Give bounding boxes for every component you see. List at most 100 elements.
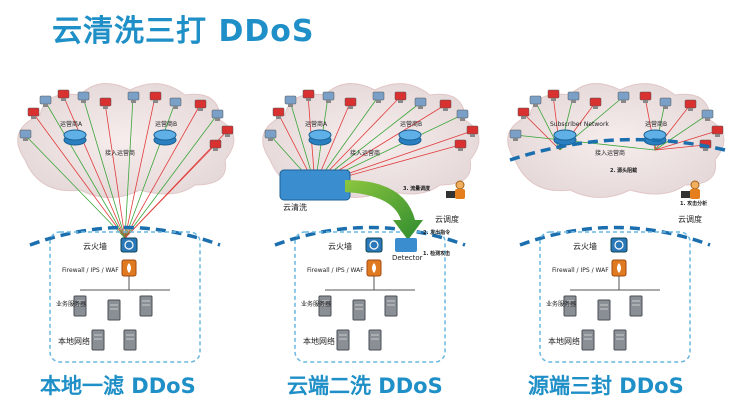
normal-line: [654, 114, 708, 151]
server-icon: [139, 295, 153, 317]
caption-cloud-clean: 云端二洗 DDoS: [287, 374, 443, 398]
perimeter-dash: [519, 225, 711, 247]
client-pc-icon: [509, 129, 522, 139]
client-pc-icon: [19, 129, 32, 139]
attacker-pc-icon: [149, 91, 162, 101]
server-icon: [581, 329, 595, 351]
local-network-box: [49, 231, 201, 363]
step1-label: 1. 攻击分析: [680, 200, 707, 207]
carrier-b-label: 运营商B: [400, 120, 422, 128]
cloud-firewall-icon: [365, 237, 383, 253]
servers-label: 业务服务器: [56, 300, 86, 308]
client-pc-icon: [617, 91, 630, 101]
normal-line: [82, 96, 126, 239]
waf-label: Firewall / IPS / WAF: [307, 267, 364, 274]
step1-label: 1. 检测攻击: [423, 250, 450, 257]
operator-icon: [455, 180, 465, 190]
detector-label: Detector: [392, 254, 423, 262]
client-pc-icon: [456, 109, 469, 119]
servers-label: 业务服务器: [546, 300, 576, 308]
client-pc-icon: [284, 95, 297, 105]
attacker-pc-icon: [221, 125, 234, 135]
detector-icon: [395, 238, 417, 252]
server-icon: [107, 299, 121, 321]
client-pc-icon: [529, 95, 542, 105]
scheduler-label: 云调度: [435, 214, 459, 224]
perimeter-dash: [274, 225, 466, 247]
attack-line: [124, 96, 156, 239]
local-network-box: [539, 231, 691, 363]
redirect-arrow: [345, 180, 423, 240]
firewall-label: 云火墙: [573, 241, 597, 251]
cleaning-label: 云清洗: [283, 202, 307, 212]
local-network-label: 本地网络: [303, 336, 335, 346]
step2-label: 2. 发出指令: [423, 229, 451, 236]
cloud-firewall-icon: [120, 237, 138, 253]
server-icon: [613, 329, 627, 351]
carrier-a-label: Subscriber Network: [550, 121, 609, 128]
attacker-pc-icon: [194, 99, 207, 109]
access-carrier-label: 接入运营商: [350, 149, 380, 157]
attacker-pc-icon: [466, 125, 479, 135]
attacker-pc-icon: [711, 125, 724, 135]
client-pc-icon: [211, 109, 224, 119]
server-icon: [368, 329, 382, 351]
caption-local-filter: 本地一滤 DDoS: [40, 374, 196, 398]
servers-label: 业务服务器: [301, 300, 331, 308]
waf-label: Firewall / IPS / WAF: [62, 267, 119, 274]
server-icon: [629, 295, 643, 317]
client-pc-icon: [169, 97, 182, 107]
attacker-pc-icon: [27, 107, 40, 117]
attacker-pc-icon: [302, 89, 315, 99]
perimeter-dash: [29, 225, 221, 247]
attack-line: [522, 112, 561, 151]
attacker-pc-icon: [589, 97, 602, 107]
server-icon: [352, 299, 366, 321]
normal-line: [514, 134, 656, 151]
attack-line: [32, 112, 126, 239]
client-pc-icon: [264, 129, 277, 139]
cloud-firewall-icon: [610, 237, 628, 253]
client-pc-icon: [322, 91, 335, 101]
client-pc-icon: [659, 97, 672, 107]
normal-line: [124, 114, 218, 239]
attacker-pc-icon: [547, 89, 560, 99]
attack-line: [124, 104, 201, 239]
server-icon: [123, 329, 137, 351]
access-carrier-label: 接入运营商: [105, 149, 135, 157]
page-title: 云清洗三打 DDoS: [52, 14, 315, 49]
client-pc-icon: [701, 109, 714, 119]
firewall-label: 云火墙: [83, 241, 107, 251]
client-pc-icon: [127, 91, 140, 101]
attacker-pc-icon: [99, 97, 112, 107]
scheduler-label: 云调度: [678, 214, 702, 224]
attacker-pc-icon: [272, 107, 285, 117]
attack-line: [62, 94, 126, 239]
server-icon: [384, 295, 398, 317]
attacker-pc-icon: [344, 97, 357, 107]
client-pc-icon: [39, 95, 52, 105]
caption-source-block: 源端三封 DDoS: [528, 374, 684, 398]
local-network-label: 本地网络: [58, 336, 90, 346]
normal-line: [24, 134, 126, 239]
firewall-label: 云火墙: [328, 241, 352, 251]
attacker-pc-icon: [639, 91, 652, 101]
attacker-pc-icon: [517, 107, 530, 117]
server-icon: [91, 329, 105, 351]
normal-line: [44, 100, 126, 239]
access-carrier-label: 接入运营商: [595, 149, 625, 157]
attacker-pc-icon: [394, 91, 407, 101]
client-pc-icon: [567, 91, 580, 101]
carrier-b-label: 运营商B: [155, 120, 177, 128]
attack-line: [654, 144, 706, 151]
carrier-a-label: 运营商A: [60, 120, 83, 128]
attack-line: [654, 130, 718, 151]
attack-line: [104, 102, 126, 239]
waf-label: Firewall / IPS / WAF: [552, 267, 609, 274]
carrier-b-label: 运营商B: [645, 120, 667, 128]
client-pc-icon: [414, 97, 427, 107]
